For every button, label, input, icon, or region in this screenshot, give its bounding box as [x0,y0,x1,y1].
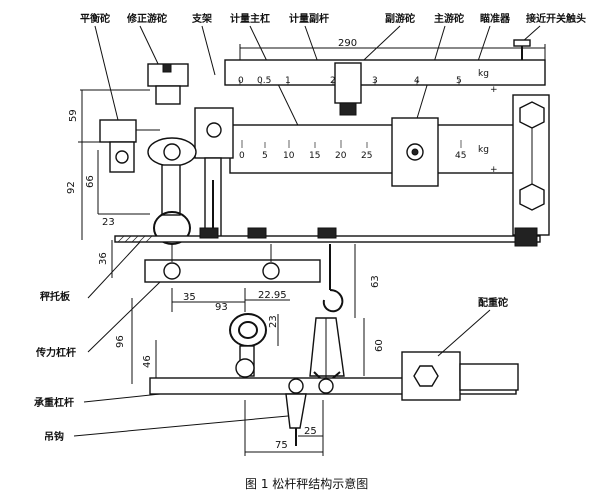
label-beam-rest: 秤托板 [40,290,71,303]
dim-25: 25 [304,426,317,437]
label-proximity-switch: 接近开关触头 [526,12,586,25]
hatch [117,235,153,243]
label-balance-weight: 平衡砣 [80,12,110,25]
upper-hook [322,244,344,313]
dim-22-95: 22.95 [258,290,287,301]
dim-63: 63 [370,275,381,288]
main-beam: 0 5 10 15 20 25 45 kg [229,117,529,187]
dim-36: 36 [98,252,109,265]
label-secondary-poise: 副游砣 [385,12,415,25]
main-unit: kg [478,145,489,155]
proximity-switch [513,39,531,62]
dim-59: 59 [68,109,79,122]
label-trim-poise: 修正游砣 [126,12,167,25]
hook [285,393,307,446]
top-tick-0-5: 0.5 [257,76,271,86]
upper-link [147,137,197,245]
beam-rest-plate [114,227,541,247]
main-tick-0: 0 [239,151,245,161]
main-tick-10: 10 [283,151,295,161]
main-tick-45: 45 [455,151,466,161]
dim-60: 60 [374,339,385,352]
label-main-poise: 主游砣 [434,12,464,25]
figure-caption: 图 1 松杆秤结构示意图 [245,476,368,491]
middle-dimensions: 35 93 22.95 [171,288,290,313]
dim-92: 92 [66,181,77,194]
svg-text:+: + [490,85,498,95]
dim-96: 96 [115,335,126,348]
dim-46: 46 [142,355,153,368]
label-main-beam: 计量主杠 [230,12,270,25]
lower-left-dimensions: 96 46 [115,298,157,384]
svg-text:+: + [490,165,498,175]
trim-poise [147,63,189,105]
main-tick-20: 20 [335,151,347,161]
top-unit: kg [478,69,489,79]
side-labels: 秤托板 传力杠杆 承重杠杆 吊钩 配重砣 [34,241,508,443]
dimension-290: 290 [239,38,546,60]
right-dimensions: 63 60 [354,244,385,376]
support-frame [194,107,234,239]
secondary-scale: 0 0.5 1 2 3 4 5 kg [238,69,489,86]
dim-23-left: 23 [102,217,115,228]
main-scale: 0 5 10 15 20 25 45 kg [239,140,489,161]
label-load-lever: 承重杠杆 [34,396,74,409]
secondary-poise [334,62,362,104]
left-dimensions: 59 92 66 23 36 [66,89,150,278]
label-hook: 吊钩 [44,430,64,443]
top-labels: 平衡砣 修正游砣 支架 计量主杠 计量副杆 副游砣 主游砣 瞄准器 接近开关触头 [80,12,586,25]
top-tick-0: 0 [238,76,244,86]
label-secondary-beam: 计量副杆 [289,12,329,25]
bottom-dimensions: 75 25 [244,400,324,456]
dim-290: 290 [338,38,357,49]
dim-93: 93 [215,302,228,313]
dim-75: 75 [275,440,288,451]
label-counterweight: 配重砣 [478,296,508,309]
dim-35: 35 [183,292,196,303]
dim-23-mid: 23 [268,315,279,328]
load-lever-upright [309,317,345,386]
sight-gauge: + + [490,85,550,236]
dim-66: 66 [85,175,96,188]
balance-weight [99,119,160,173]
main-tick-15: 15 [309,151,320,161]
main-tick-25: 25 [361,151,372,161]
label-transfer-lever: 传力杠杆 [35,346,76,359]
counterweight [401,351,519,401]
label-sight-gauge: 瞄准器 [480,12,511,25]
secondary-beam: 0 0.5 1 2 3 4 5 kg [224,59,546,116]
main-tick-5: 5 [262,151,268,161]
label-support: 支架 [191,12,212,25]
transfer-lever [144,244,321,283]
